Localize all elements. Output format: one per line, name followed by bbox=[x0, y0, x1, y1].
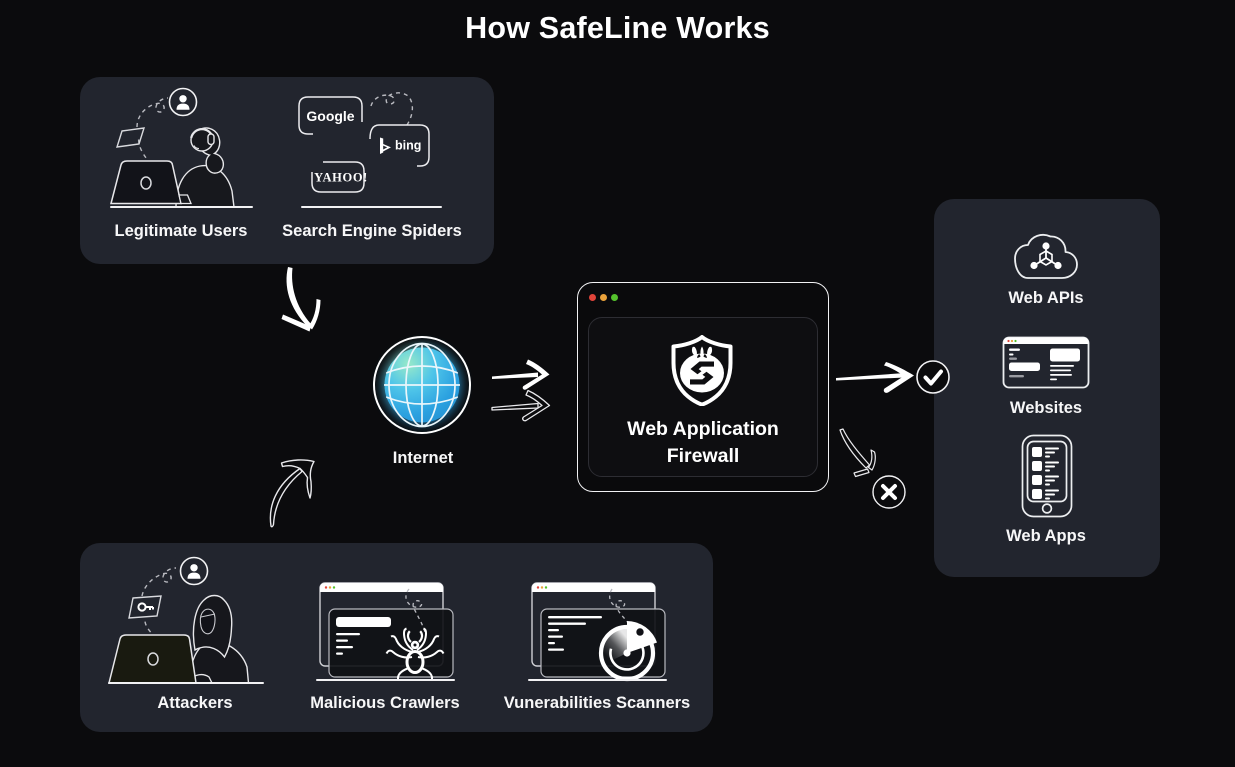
svg-text:bing: bing bbox=[395, 139, 421, 153]
svg-text:Google: Google bbox=[306, 108, 354, 124]
svg-text:YAHOO!: YAHOO! bbox=[314, 171, 368, 185]
